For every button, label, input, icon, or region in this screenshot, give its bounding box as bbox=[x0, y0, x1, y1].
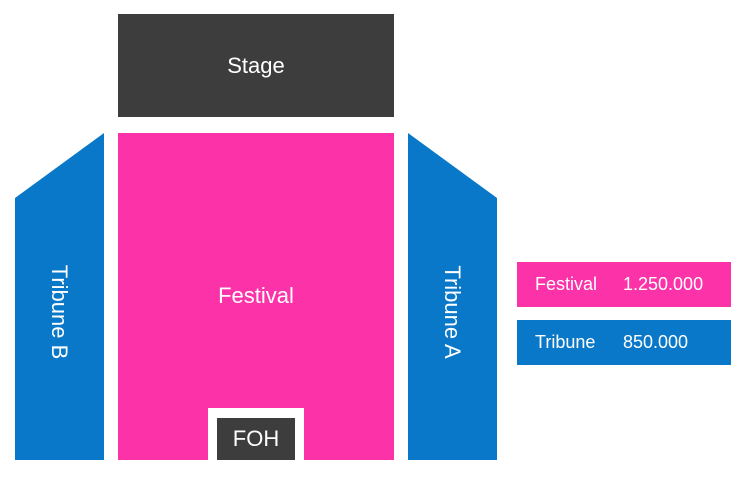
foh-area bbox=[217, 418, 295, 460]
legend-tribune-price: 850.000 bbox=[623, 332, 689, 352]
legend-item-festival[interactable]: Festival 1.250.000 bbox=[517, 262, 731, 307]
festival-label: Festival bbox=[218, 283, 294, 308]
foh-label: FOH bbox=[232, 426, 280, 451]
legend-tribune-name: Tribune bbox=[535, 332, 596, 352]
festival-zone[interactable] bbox=[118, 133, 394, 460]
tribune-b-label: Tribune B bbox=[47, 264, 72, 360]
stage-area bbox=[118, 14, 394, 117]
tribune-a-zone[interactable] bbox=[408, 133, 497, 460]
legend-item-tribune[interactable]: Tribune 850.000 bbox=[517, 320, 731, 365]
tribune-b-zone[interactable] bbox=[15, 133, 104, 460]
tribune-a-label: Tribune A bbox=[440, 265, 465, 359]
legend-festival-price: 1.250.000 bbox=[623, 274, 704, 294]
stage-label: Stage bbox=[227, 53, 285, 78]
legend-festival-name: Festival bbox=[535, 274, 598, 294]
